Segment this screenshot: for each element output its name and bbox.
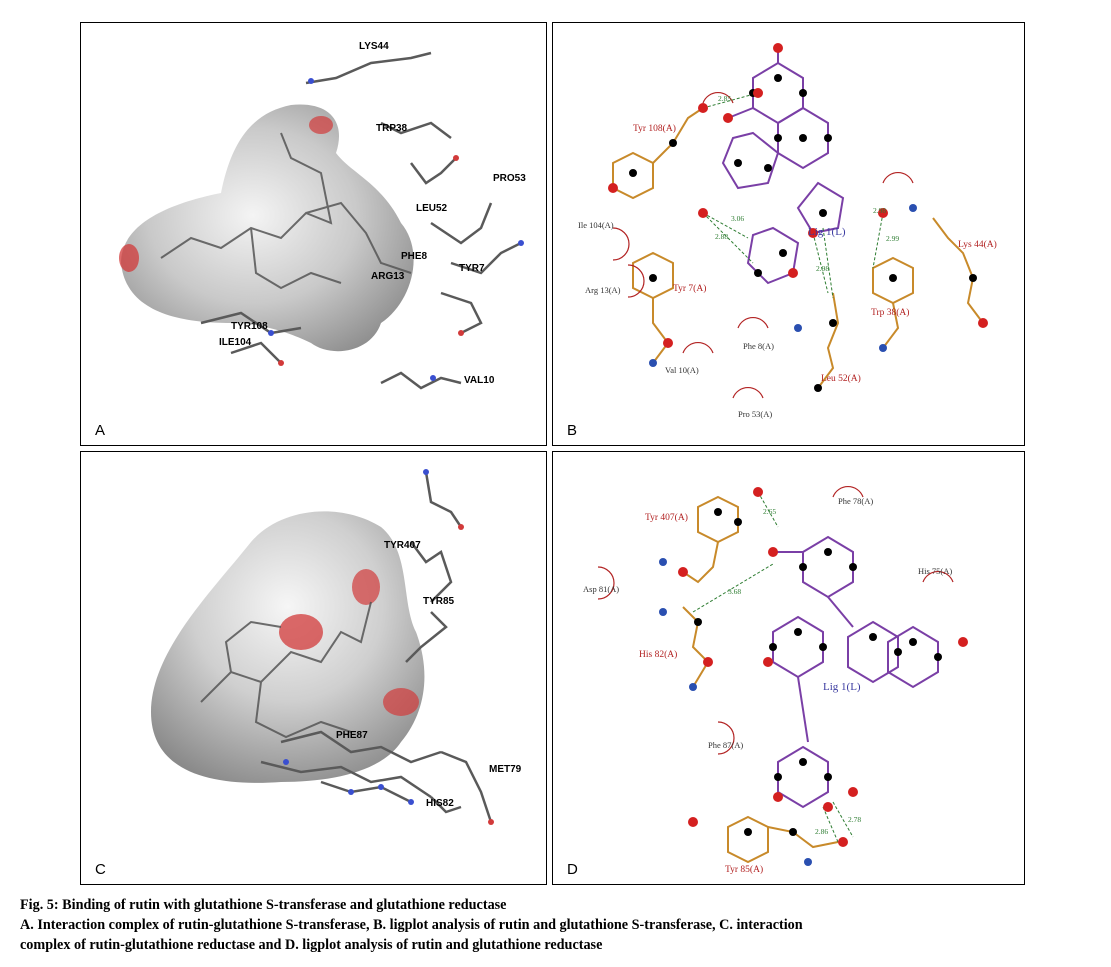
caption-line-1: A. Interaction complex of rutin-glutathi… xyxy=(20,917,803,933)
residue-label: HIS82 xyxy=(426,798,454,809)
hbond-residue-label: Tyr 85(A) xyxy=(725,864,763,875)
hydrophobic-residue-label: Ile 104(A) xyxy=(578,220,614,230)
figure-caption: Fig. 5: Binding of rutin with glutathion… xyxy=(20,895,1100,955)
hydrophobic-residue-label: Val 10(A) xyxy=(665,365,699,375)
hbond-residue-label: Trp 38(A) xyxy=(871,307,909,318)
residue-label: LYS44 xyxy=(359,41,389,52)
hydrophobic-residue-label: Phe 87(A) xyxy=(708,740,743,750)
hydrophobic-residue-label: Phe 8(A) xyxy=(743,341,774,351)
panel-c-docking-view: TYR407 TYR85 PHE87 MET79 HIS82 C xyxy=(80,451,547,885)
panel-label: D xyxy=(567,861,578,878)
ligand-label: Lig 1(L) xyxy=(823,681,861,693)
hbond-distance: 3.68 xyxy=(728,587,741,596)
hbond-residue-label: Lys 44(A) xyxy=(958,239,997,250)
hbond-residue-label: His 82(A) xyxy=(639,649,677,660)
residue-label: PHE8 xyxy=(401,251,428,262)
panel-d-image: 2.65 3.68 2.86 2.78 Tyr 407(A) His 82(A)… xyxy=(583,485,968,875)
hydrophobic-residue-label: Asp 81(A) xyxy=(583,584,619,594)
panel-label: C xyxy=(95,861,106,878)
hbond-distance: 2.78 xyxy=(848,815,861,824)
panel-label: B xyxy=(567,422,578,439)
hbond-distance: 2.88 xyxy=(715,232,728,241)
residue-label: LEU52 xyxy=(416,203,448,214)
residue-label: TYR7 xyxy=(459,263,485,274)
hydrophobic-residue-label: Phe 78(A) xyxy=(838,496,873,506)
hbond-distance: 2.85 xyxy=(718,94,731,103)
residue-label: ILE104 xyxy=(219,337,252,348)
panel-b-ligplot: 2.85 2.88 3.06 2.98 2.99 2.98 Tyr 108(A)… xyxy=(552,22,1025,446)
hbond-residue-label: Tyr 108(A) xyxy=(633,123,676,134)
hbond-distance: 2.65 xyxy=(763,507,776,516)
residue-label: TYR85 xyxy=(423,596,455,607)
hbond-distance: 2.99 xyxy=(886,234,899,243)
hbond-distance: 2.98 xyxy=(873,206,886,215)
panel-b-image: 2.85 2.88 3.06 2.98 2.99 2.98 Tyr 108(A)… xyxy=(578,43,997,419)
hbond-residue-label: Leu 52(A) xyxy=(821,373,861,384)
residue-label: PHE87 xyxy=(336,730,368,741)
hbond-residue-label: Tyr 7(A) xyxy=(673,283,706,294)
molecular-surface xyxy=(121,104,414,352)
residue-label: VAL10 xyxy=(464,375,495,386)
ligand-label: Lig 1(L) xyxy=(808,226,846,238)
residue-label: PRO53 xyxy=(493,173,526,184)
hbond-distance: 3.06 xyxy=(731,214,744,223)
panel-c-image: TYR407 TYR85 PHE87 MET79 HIS82 xyxy=(151,469,522,825)
molecular-surface xyxy=(151,511,425,783)
caption-line-2: complex of rutin-glutathione reductase a… xyxy=(20,937,603,953)
hbond-distance: 2.98 xyxy=(816,264,829,273)
hbond-residue-label: Tyr 407(A) xyxy=(645,512,688,523)
hydrophobic-residue-label: Pro 53(A) xyxy=(738,409,772,419)
hbond-distance: 2.86 xyxy=(815,827,828,836)
caption-title: Fig. 5: Binding of rutin with glutathion… xyxy=(20,897,507,913)
residue-label: ARG13 xyxy=(371,271,405,282)
residue-label: TYR407 xyxy=(384,540,421,551)
hydrophobic-residue-label: His 75(A) xyxy=(918,566,952,576)
residue-label: TRP38 xyxy=(376,123,408,134)
hydrophobic-residue-label: Arg 13(A) xyxy=(585,285,621,295)
residue-label: MET79 xyxy=(489,764,522,775)
panel-a-docking-view: LYS44 TRP38 PRO53 LEU52 PHE8 ARG13 TYR7 … xyxy=(80,22,547,446)
panel-d-ligplot: 2.65 3.68 2.86 2.78 Tyr 407(A) His 82(A)… xyxy=(552,451,1025,885)
panel-label: A xyxy=(95,422,106,439)
panel-a-image: LYS44 TRP38 PRO53 LEU52 PHE8 ARG13 TYR7 … xyxy=(119,41,526,390)
residue-label: TYR108 xyxy=(231,321,268,332)
